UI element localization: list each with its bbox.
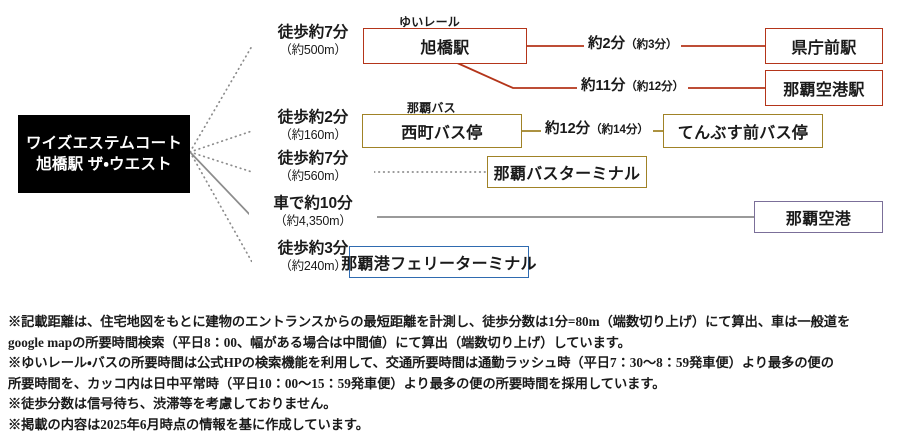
footnote-line: google mapの所要時間検索（平日8：00、幅がある場合は中間値）にて算出… — [8, 334, 631, 350]
origin-property-box: ワイズエステムコート 旭橋駅 ザ・ウエスト — [18, 115, 190, 193]
leg-time: 徒歩約3分 — [277, 240, 349, 257]
node-naha-bus-terminal[interactable]: 那覇バスターミナル — [487, 156, 647, 188]
leg-distance: （約240m） — [279, 258, 347, 273]
ride-paren: （約14分） — [590, 124, 649, 136]
node-naha-ferry-terminal[interactable]: 那覇港フェリーターミナル — [341, 246, 537, 278]
footnote-line: ※徒歩分数は信号待ち、渋滞等を考慮しておりません。 — [8, 396, 337, 412]
leg-time: 車で約10分 — [273, 195, 353, 212]
leg-walk-nishimachi: 徒歩約2分 （約160m） — [252, 109, 374, 144]
leg-time: 徒歩約7分 — [277, 150, 349, 167]
access-diagram: ワイズエステムコート 旭橋駅 ザ・ウエスト 徒歩約7分 （約500m） 徒歩約2… — [18, 15, 883, 278]
footnote-line: ※記載距離は、住宅地図をもとに建物のエントランスからの最短距離を計測し、徒歩分数… — [8, 314, 851, 329]
ride-paren: （約3分） — [625, 39, 678, 51]
leg-distance: （約160m） — [279, 127, 347, 142]
ride-main: 約2分 — [588, 36, 626, 52]
ride-duration-naha-airport-station: 約11分（約12分） — [577, 78, 689, 95]
ride-main: 約12分 — [545, 121, 591, 137]
node-kenchomae-station[interactable]: 県庁前駅 — [765, 28, 883, 64]
ride-duration-tenbusu: 約12分（約14分） — [541, 121, 653, 138]
ride-paren: （約12分） — [625, 81, 685, 93]
wire-walk-bus-terminal — [189, 151, 488, 173]
caption-naha-bus: 那覇バス — [407, 101, 456, 115]
leg-walk-bus-terminal: 徒歩約7分 （約560m） — [252, 150, 374, 185]
caption-yui-rail: ゆいレール — [399, 15, 461, 29]
leg-time: 徒歩約7分 — [277, 24, 349, 41]
origin-name-line2: 旭橋駅 ザ・ウエスト — [36, 156, 172, 173]
node-naha-airport-station[interactable]: 那覇空港駅 — [765, 70, 883, 106]
node-tenbusu-bus-stop[interactable]: てんぶす前バス停 — [663, 114, 823, 148]
ride-duration-kenchomae: 約2分（約3分） — [584, 36, 682, 53]
leg-walk-ferry: 徒歩約3分 （約240m） — [252, 240, 374, 275]
leg-time: 徒歩約2分 — [277, 109, 349, 126]
leg-distance: （約560m） — [279, 168, 347, 183]
leg-distance: （約500m） — [279, 42, 347, 57]
leg-distance: （約4,350m） — [274, 213, 352, 228]
leg-car-naha-airport: 車で約10分 （約4,350m） — [249, 195, 377, 230]
footnotes: ※記載距離は、住宅地図をもとに建物のエントランスからの最短距離を計測し、徒歩分数… — [8, 312, 892, 435]
footnote-line: ※掲載の内容は2025年6月時点の情報を基に作成しています。 — [8, 416, 369, 432]
footnote-line: 所要時間を、カッコ内は日中平常時（平日10：00～15：59発車便）より最多の便… — [8, 375, 666, 391]
origin-name-line1: ワイズエステムコート — [25, 134, 183, 152]
node-asahibashi-station[interactable]: 旭橋駅 — [363, 28, 527, 64]
footnote-line: ※ゆいレール・バスの所要時間は公式HPの検索機能を利用して、交通所要時間は通勤ラ… — [8, 355, 834, 371]
node-naha-airport[interactable]: 那覇空港 — [754, 201, 883, 233]
ride-main: 約11分 — [581, 78, 626, 94]
node-nishimachi-bus-stop[interactable]: 西町バス停 — [362, 114, 522, 148]
leg-walk-asahibashi: 徒歩約7分 （約500m） — [252, 24, 374, 59]
